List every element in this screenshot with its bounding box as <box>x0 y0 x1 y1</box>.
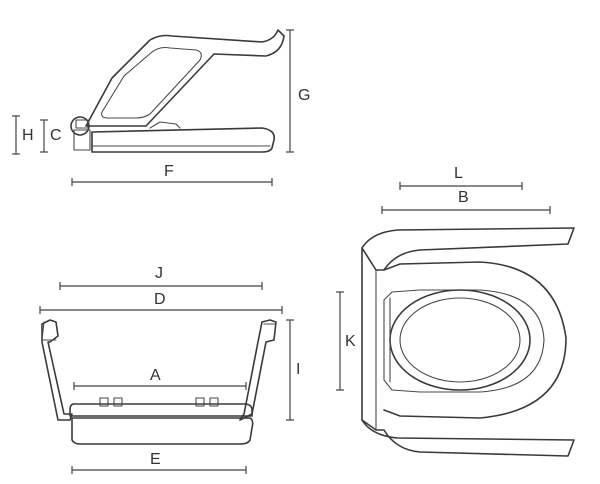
top-view-horseshoe <box>383 261 567 419</box>
dimension-J <box>59 282 263 290</box>
dimension-B <box>381 206 551 214</box>
top-view-upper-arm <box>361 227 575 271</box>
label-K: K <box>345 333 356 350</box>
label-E: E <box>150 451 161 468</box>
label-D: D <box>154 291 166 308</box>
front-view <box>41 319 277 445</box>
label-H: H <box>22 127 34 144</box>
side-view-hinge <box>70 116 90 136</box>
label-I: I <box>296 361 300 378</box>
top-view-seat-opening <box>399 297 521 383</box>
side-view <box>70 29 285 153</box>
front-view-left-arm <box>41 319 73 421</box>
dimension-D <box>39 306 283 314</box>
dimension-A <box>73 382 247 390</box>
label-A: A <box>150 367 161 384</box>
dimension-F <box>71 178 273 186</box>
top-view-seat-ring <box>389 289 531 391</box>
dimension-C <box>40 119 48 153</box>
label-G: G <box>298 87 310 104</box>
top-view-lower-arm <box>361 419 575 457</box>
label-J: J <box>155 265 163 282</box>
top-view <box>361 227 575 457</box>
side-view-handle-cutout <box>101 46 202 119</box>
front-view-seat <box>69 403 253 417</box>
label-L: L <box>454 165 463 182</box>
label-C: C <box>50 127 62 144</box>
dimension-I <box>286 319 294 421</box>
dimension-E <box>71 466 247 474</box>
front-view-right-arm <box>239 319 277 421</box>
dimension-G <box>286 29 294 153</box>
label-B: B <box>458 189 469 206</box>
dimension-K <box>336 291 344 391</box>
dimension-H <box>12 115 20 155</box>
label-F: F <box>164 163 174 180</box>
dimension-L <box>399 182 523 190</box>
front-view-base <box>71 417 254 445</box>
side-view-base <box>91 127 276 153</box>
side-view-handle <box>85 29 285 127</box>
